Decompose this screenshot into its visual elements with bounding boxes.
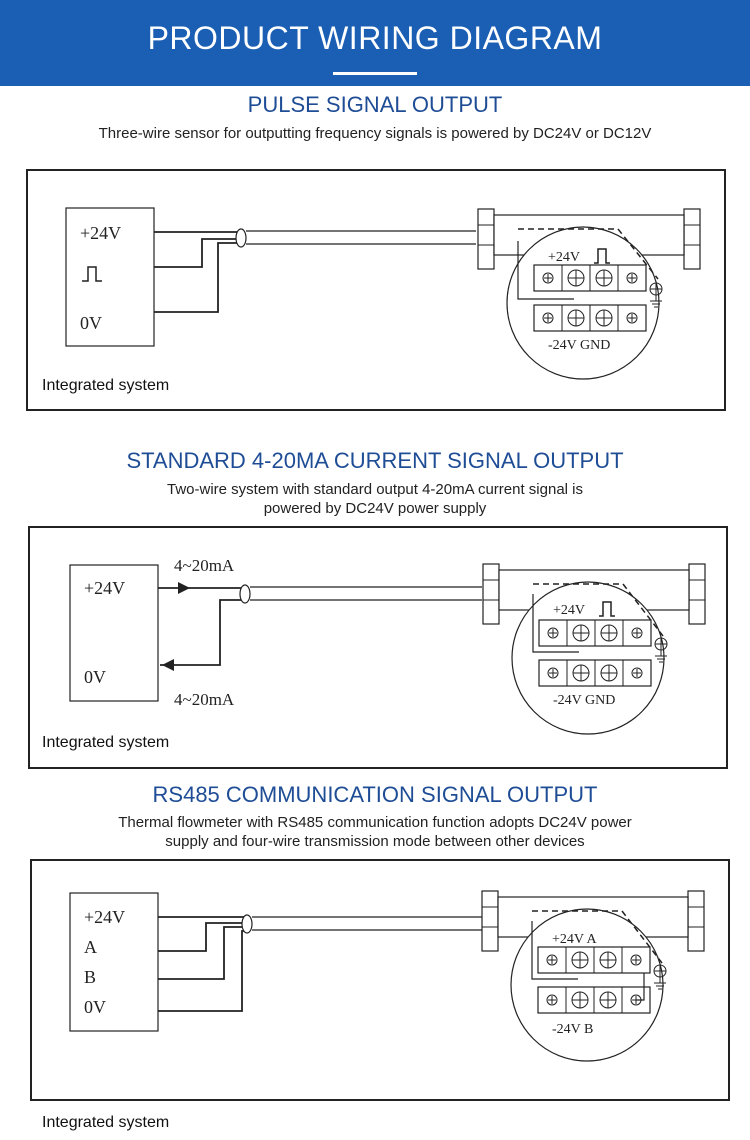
terminal-label-bottom: -24V B [552, 1022, 593, 1037]
system-box [65, 207, 155, 347]
title-underline [333, 72, 417, 75]
wire-a [158, 922, 244, 952]
wire-label-current-out: 4~20mA [174, 690, 235, 709]
section-desc-rs485: Thermal flowmeter with RS485 communicati… [0, 813, 750, 851]
section-title-current: STANDARD 4-20MA CURRENT SIGNAL OUTPUT [126, 448, 624, 473]
arrow-icon [162, 659, 174, 671]
wire-plus24v [154, 231, 241, 239]
terminal-label-top: +24V [553, 603, 585, 618]
cable-gland [239, 584, 251, 604]
wire-plus24v [158, 916, 245, 923]
arrow-icon [178, 582, 190, 594]
wire-0v [154, 242, 240, 313]
rs485-wiring-diagram: +24V A B 0V +24V A [69, 890, 705, 1062]
terminal-label-top: +24V A [552, 932, 597, 947]
flowmeter-body: +24V -24V GND [482, 563, 706, 735]
wire-0v [160, 599, 242, 666]
cable-gland [235, 228, 247, 248]
wire-b [158, 926, 244, 980]
flowmeter-body: +24V A -24V B [481, 890, 705, 1062]
diagram-panel-pulse: +24V 0V +24V [26, 169, 726, 411]
wire-pulse [154, 238, 240, 268]
box-label-0v: 0V [84, 997, 106, 1017]
desc-line: supply and four-wire transmission mode b… [165, 833, 585, 850]
terminal-label-top: +24V [548, 250, 580, 265]
flowmeter-body: +24V -24V GND [477, 208, 701, 380]
section-title-pulse: PULSE SIGNAL OUTPUT [247, 92, 503, 117]
desc-line: Two-wire system with standard output 4-2… [166, 481, 583, 498]
desc-line: Three-wire sensor for outputting frequen… [98, 125, 652, 142]
system-box [69, 892, 159, 1032]
pulse-wiring-diagram: +24V 0V +24V [65, 207, 701, 380]
page-title: PRODUCT WIRING DIAGRAM [147, 20, 603, 56]
box-label-0v: 0V [80, 313, 102, 333]
terminal-label-bottom: -24V GND [553, 693, 615, 708]
section-desc-pulse: Three-wire sensor for outputting frequen… [0, 124, 750, 143]
system-box [69, 564, 159, 702]
desc-line: Thermal flowmeter with RS485 communicati… [118, 814, 632, 831]
box-label-plus24v: +24V [80, 223, 121, 243]
current-wiring-diagram: +24V 0V 4~20mA 4~20mA +24V [69, 556, 706, 735]
diagram-panel-current: +24V 0V 4~20mA 4~20mA +24V [28, 526, 728, 769]
pulse-symbol-icon [82, 266, 102, 282]
terminal-label-bottom: -24V GND [548, 338, 610, 353]
wire-label-current-in: 4~20mA [174, 556, 235, 575]
section-desc-current: Two-wire system with standard output 4-2… [0, 480, 750, 518]
system-label: Integrated system [42, 1114, 170, 1131]
cable-gland [241, 914, 253, 934]
desc-line: powered by DC24V power supply [263, 500, 487, 517]
box-label-b: B [84, 967, 96, 987]
section-title-rs485: RS485 COMMUNICATION SIGNAL OUTPUT [152, 782, 598, 807]
wire-plus24v [158, 587, 243, 594]
box-label-plus24v: +24V [84, 578, 125, 598]
header-banner: PRODUCT WIRING DIAGRAM [0, 0, 750, 86]
system-label: Integrated system [42, 734, 170, 751]
wire-0v [158, 930, 246, 1012]
system-label: Integrated system [42, 377, 170, 394]
diagram-panel-rs485: +24V A B 0V +24V A [30, 859, 730, 1101]
box-label-plus24v: +24V [84, 907, 125, 927]
box-label-a: A [84, 937, 97, 957]
box-label-0v: 0V [84, 667, 106, 687]
